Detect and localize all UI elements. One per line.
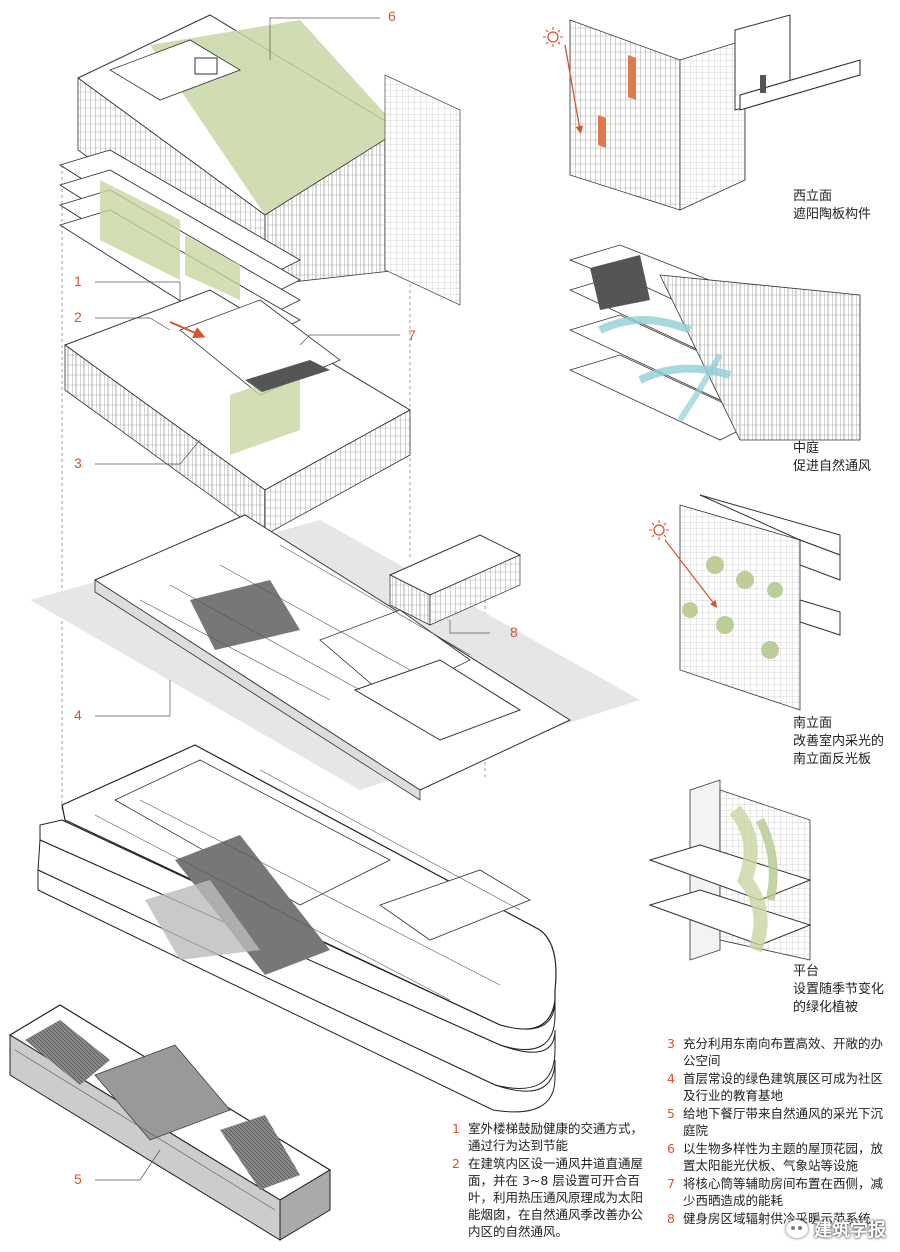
wechat-icon	[786, 1220, 808, 1238]
legend-item-6: 6 以生物多样性为主题的屋顶花园，放置太阳能光伏板、气象站等设施	[667, 1141, 884, 1173]
legend-item-2: 2 在建筑内区设一通风井道直通屋面，并在 3~8 层设置可开合百叶，利用热压通风…	[452, 1156, 644, 1239]
caption-terrace-title: 平台	[793, 964, 820, 979]
caption-south-facade: 南立面 改善室内采光的 南立面反光板	[793, 715, 884, 769]
watermark: 建筑学报	[786, 1216, 886, 1242]
caption-atrium-title: 中庭	[793, 441, 820, 456]
caption-terrace-sub2: 的绿化植被	[793, 1000, 859, 1015]
legend-item-4: 4 首层常设的绿色建筑展区可成为社区及行业的教育基地	[667, 1071, 884, 1103]
legend-item-1: 1 室外楼梯鼓励健康的交通方式，通过行为达到节能	[452, 1121, 644, 1153]
south-facade-detail	[664, 494, 841, 711]
sunken-courtyard	[8, 1004, 332, 1241]
callout-2: 2	[74, 309, 82, 325]
callout-1: 1	[74, 273, 82, 289]
caption-south-sub1: 改善室内采光的	[793, 734, 885, 749]
caption-terrace-sub1: 设置随季节变化	[793, 982, 885, 997]
legend-left: 1 室外楼梯鼓励健康的交通方式，通过行为达到节能 2 在建筑内区设一通风井道直通…	[452, 1120, 652, 1241]
callout-4: 4	[74, 707, 82, 723]
legend-item-8: 8 健身房区域辐射供冷采暖示范系统	[667, 1211, 871, 1226]
callout-8: 8	[510, 624, 518, 640]
caption-terrace: 平台 设置随季节变化 的绿化植被	[793, 963, 884, 1017]
caption-south-sub2: 南立面反光板	[793, 752, 872, 767]
sun-icon-south	[649, 520, 669, 540]
atrium-detail	[568, 244, 861, 441]
legend-item-7: 7 将核心筒等辅助房间布置在西侧，减少西晒造成的能耗	[667, 1176, 884, 1208]
legend-item-3: 3 充分利用东南向布置高效、开敞的办公空间	[667, 1036, 884, 1068]
sun-icon-west	[543, 27, 563, 47]
caption-west-sub: 遮阳陶板构件	[793, 207, 872, 222]
legend-right: 3 充分利用东南向布置高效、开敞的办公空间 4 首层常设的绿色建筑展区可成为社区…	[667, 1035, 889, 1228]
callout-leaders	[95, 17, 490, 1181]
basement-level	[37, 744, 557, 1113]
watermark-text: 建筑学报	[814, 1220, 886, 1241]
middle-block	[63, 289, 412, 536]
callout-6: 6	[388, 8, 396, 24]
legend-item-5: 5 给地下餐厅带来自然通风的采光下沉庭院	[667, 1106, 884, 1138]
caption-atrium: 中庭 促进自然通风	[793, 440, 871, 476]
caption-south-title: 南立面	[793, 716, 833, 731]
caption-west-title: 西立面	[793, 189, 833, 204]
terrace-detail	[648, 779, 812, 961]
caption-west-facade: 西立面 遮阳陶板构件	[793, 188, 871, 224]
ground-floor-plane	[30, 514, 640, 801]
callout-3: 3	[74, 455, 82, 471]
west-facade-detail	[564, 14, 861, 211]
callout-5: 5	[74, 1171, 82, 1187]
callout-7: 7	[408, 327, 416, 343]
caption-atrium-sub: 促进自然通风	[793, 459, 872, 474]
